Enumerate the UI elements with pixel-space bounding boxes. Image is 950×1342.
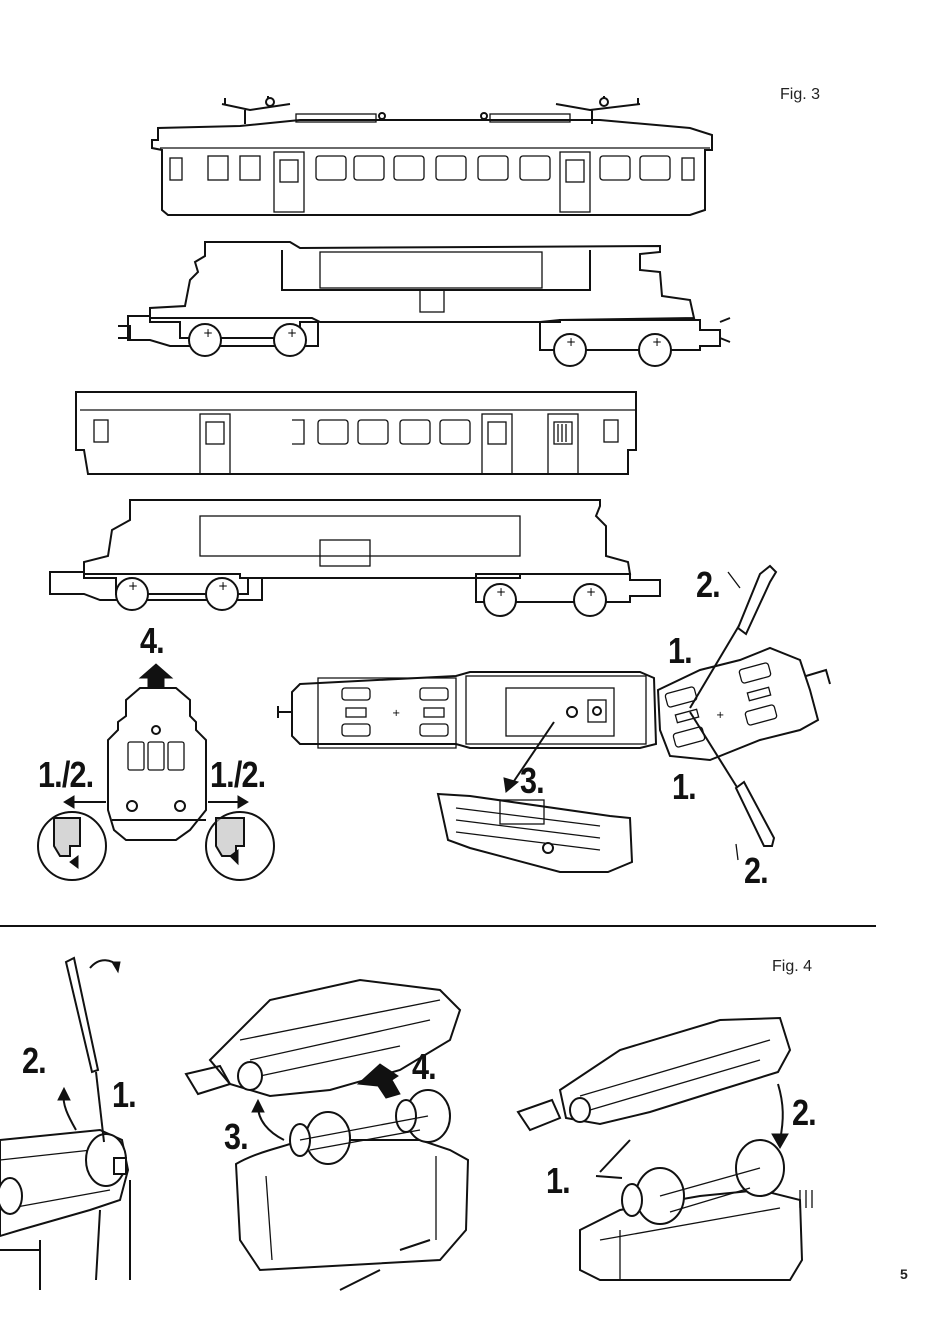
front-view-locomotive [108,688,206,840]
svg-text:+: + [716,710,724,721]
fig4-left-step2-label: 2. [22,1040,46,1082]
arrow-right-icon [208,796,248,808]
fig4-left-assembly [0,958,130,1290]
clip-detail-right [206,812,274,880]
fig4-right-assembly [518,1018,812,1280]
clip-detail-left [38,812,106,880]
arrow-left-icon [64,796,106,808]
fig3-left-step-label: 1./2. [38,754,93,796]
chassis-underside: + [278,672,656,748]
screwdriver-icon [690,566,776,860]
fig3-step4-label: 4. [140,620,164,662]
arrow-up-icon [140,664,172,688]
svg-text:+: + [287,326,297,340]
fig3-step2-bottom-label: 2. [744,850,768,892]
fig4-mid-step4-label: 4. [412,1046,436,1088]
fig3-caption: Fig. 3 [780,86,820,104]
svg-text:+: + [218,579,228,593]
fig3-right-step-label: 1./2. [210,754,265,796]
fig4-caption: Fig. 4 [772,958,812,976]
svg-text:+: + [203,326,213,340]
fig4-right-step2-label: 2. [792,1092,816,1134]
svg-text:+: + [128,579,138,593]
fig3-step2-top-label: 2. [696,564,720,606]
fig4-mid-step3-label: 3. [224,1116,248,1158]
svg-text:+: + [652,335,662,349]
svg-text:+: + [586,585,596,599]
svg-text:+: + [566,335,576,349]
fig3-step1-bottom-label: 1. [672,766,696,808]
svg-text:+: + [496,585,506,599]
page-number: 5 [900,1266,908,1282]
locomotive-chassis: + + + + [118,242,730,366]
fig3-step3-label: 3. [520,760,544,802]
locomotive-body [152,96,712,215]
car-chassis: + + + + [50,500,660,616]
fig4-right-step1-label: 1. [546,1160,570,1202]
fig3-step1-top-label: 1. [668,630,692,672]
svg-text:+: + [392,708,400,719]
fig4-left-step1-label: 1. [112,1074,136,1116]
car-body [76,392,636,474]
